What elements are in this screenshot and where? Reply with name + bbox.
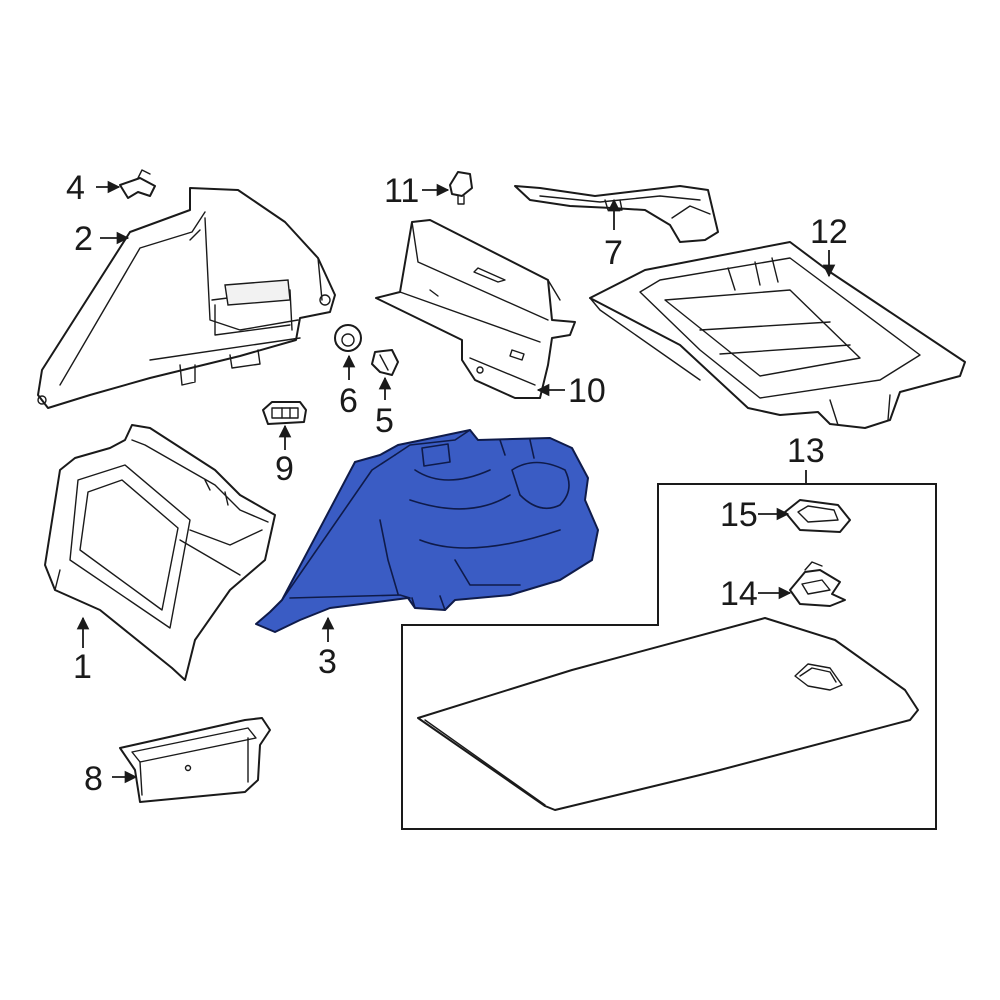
callout-11: 11: [384, 172, 419, 210]
callout-12: 12: [810, 213, 848, 251]
leader-lines: [76, 180, 836, 784]
part-2-quarter-trim[interactable]: [37, 187, 336, 409]
callout-1: 1: [73, 648, 92, 686]
part-12-floor-tub[interactable]: [589, 241, 966, 429]
part-15-handle-bezel[interactable]: [784, 499, 851, 533]
part-10-sill-panel[interactable]: [375, 219, 576, 399]
part-4-clip[interactable]: [119, 169, 156, 199]
part-8-storage-box[interactable]: [119, 717, 271, 803]
callout-4: 4: [66, 169, 85, 207]
part-5-push-pin[interactable]: [371, 349, 399, 376]
callout-13: 13: [787, 432, 825, 470]
callout-labels: 4 2 6 5 9 11 7 12 10 1 3 8 13 15 14: [66, 169, 848, 798]
callout-6: 6: [339, 382, 358, 420]
part-1-quarter-panel[interactable]: [44, 424, 276, 681]
callout-9: 9: [275, 450, 294, 488]
callout-15: 15: [720, 496, 758, 534]
part-11-retainer[interactable]: [449, 171, 473, 205]
callout-8: 8: [84, 760, 103, 798]
part-9-clip[interactable]: [262, 401, 307, 425]
part-3-body: [255, 429, 599, 633]
assembly-13-frame: [401, 483, 937, 830]
callout-3: 3: [318, 643, 337, 681]
callout-14: 14: [720, 575, 758, 613]
callout-2: 2: [74, 220, 93, 258]
callout-7: 7: [604, 234, 623, 272]
part-6-grommet[interactable]: [334, 324, 362, 352]
part-14-strap-handle[interactable]: [789, 561, 846, 607]
part-13-floor-cover[interactable]: [417, 617, 919, 811]
callout-5: 5: [375, 402, 394, 440]
part-3-side-trim-highlighted[interactable]: [255, 429, 599, 633]
callout-10: 10: [568, 372, 606, 410]
